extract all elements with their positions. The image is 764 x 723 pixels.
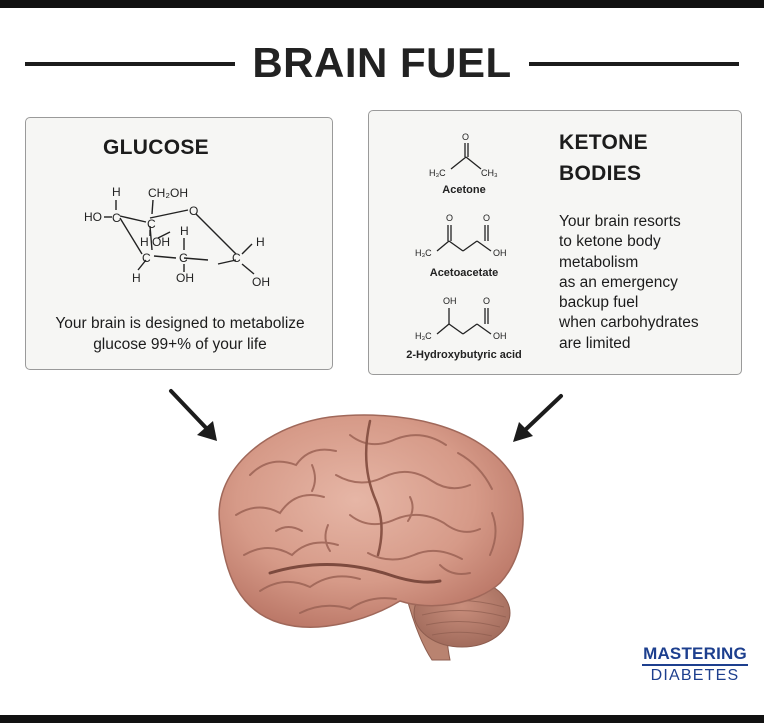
- glucose-atom-c: C: [142, 251, 151, 265]
- glucose-atom-c: C: [112, 211, 121, 225]
- ketone-description-line: to ketone body: [559, 233, 661, 251]
- glucose-description-line: Your brain is designed to metabolize: [55, 315, 305, 332]
- acetoacetate-atom: O: [446, 213, 453, 223]
- hydroxybutyric-atom: OH: [443, 296, 457, 306]
- acetoacetate-atom: OH: [493, 248, 507, 258]
- glucose-atom-h: H: [180, 224, 189, 238]
- glucose-atom-h: H: [256, 235, 265, 249]
- title-rule-left: [25, 62, 235, 66]
- hydroxybutyric-atom: O: [483, 296, 490, 306]
- glucose-atom-oh: OH: [176, 271, 194, 285]
- ketone-description-line: Your brain resorts: [559, 213, 681, 230]
- glucose-description-line: glucose 99+% of your life: [93, 336, 267, 353]
- glucose-atom-h: H: [132, 271, 141, 285]
- title-rule-right: [529, 62, 739, 66]
- ketone-description-line: metabolism: [559, 253, 639, 271]
- glucose-atom-h-oh: H OH: [140, 235, 170, 249]
- acetoacetate-atom: O: [483, 213, 490, 223]
- bottom-border: [0, 715, 764, 723]
- acetoacetate-atom: H₃C: [415, 248, 432, 258]
- acetone-atom: CH₃: [481, 168, 498, 178]
- glucose-atom-c: C: [179, 251, 188, 265]
- down-left-arrow-icon: [513, 394, 563, 442]
- glucose-atom-ho: HO: [84, 210, 102, 224]
- glucose-structure: H CH₂OH HO C C O H OH H C C C H H OH OH: [84, 185, 270, 289]
- ketone-heading-line: BODIES: [559, 162, 642, 185]
- ketone-heading: KETONE BODIES: [559, 127, 679, 189]
- glucose-atom-c: C: [147, 217, 156, 231]
- glucose-card: GLUCOSE H CH₂OH HO: [25, 117, 333, 370]
- logo-divider: [642, 664, 748, 666]
- title-row: BRAIN FUEL: [0, 38, 764, 88]
- glucose-atom-o: O: [189, 204, 198, 218]
- ketone-description-line: backup fuel: [559, 294, 639, 312]
- brain-illustration: [218, 414, 524, 661]
- ketone-description-line: as an emergency: [559, 273, 678, 291]
- acetoacetate-label: Acetoacetate: [429, 267, 499, 279]
- glucose-atom-h: H: [112, 185, 121, 199]
- hydroxybutyric-atom: OH: [493, 331, 507, 341]
- ketone-card: KETONE BODIES O H₃C CH₃ Acetone: [368, 110, 742, 375]
- ketone-description-line: are limited: [559, 334, 631, 352]
- logo-line-bottom: DIABETES: [650, 667, 740, 684]
- hydroxybutyric-atom: H₃C: [415, 331, 432, 341]
- glucose-description: Your brain is designed to metabolize glu…: [26, 313, 334, 355]
- ketone-description: Your brain resorts to ketone body metabo…: [559, 212, 739, 354]
- mastering-diabetes-logo: MASTERING DIABETES: [640, 645, 750, 684]
- acetone-structure: O H₃C CH₃: [429, 132, 498, 178]
- acetone-atom: O: [462, 132, 469, 142]
- glucose-heading: GLUCOSE: [103, 136, 209, 159]
- ketone-heading-line: KETONE: [559, 131, 648, 154]
- glucose-atom-c: C: [232, 251, 241, 265]
- acetone-label: Acetone: [442, 184, 486, 196]
- page-title: BRAIN FUEL: [252, 39, 512, 86]
- logo-line-top: MASTERING: [643, 644, 747, 663]
- acetone-atom: H₃C: [429, 168, 446, 178]
- glucose-atom-oh: OH: [252, 275, 270, 289]
- down-right-arrow-icon: [169, 389, 217, 441]
- top-border: [0, 0, 764, 8]
- glucose-atom-ch2oh: CH₂OH: [148, 186, 188, 200]
- hydroxybutyric-acid-structure: OH O H₃C OH: [415, 296, 507, 341]
- ketone-description-line: when carbohydrates: [559, 314, 699, 332]
- hydroxybutyric-acid-label: 2-Hydroxybutyric acid: [406, 349, 522, 361]
- acetoacetate-structure: O O H₃C OH: [415, 213, 507, 258]
